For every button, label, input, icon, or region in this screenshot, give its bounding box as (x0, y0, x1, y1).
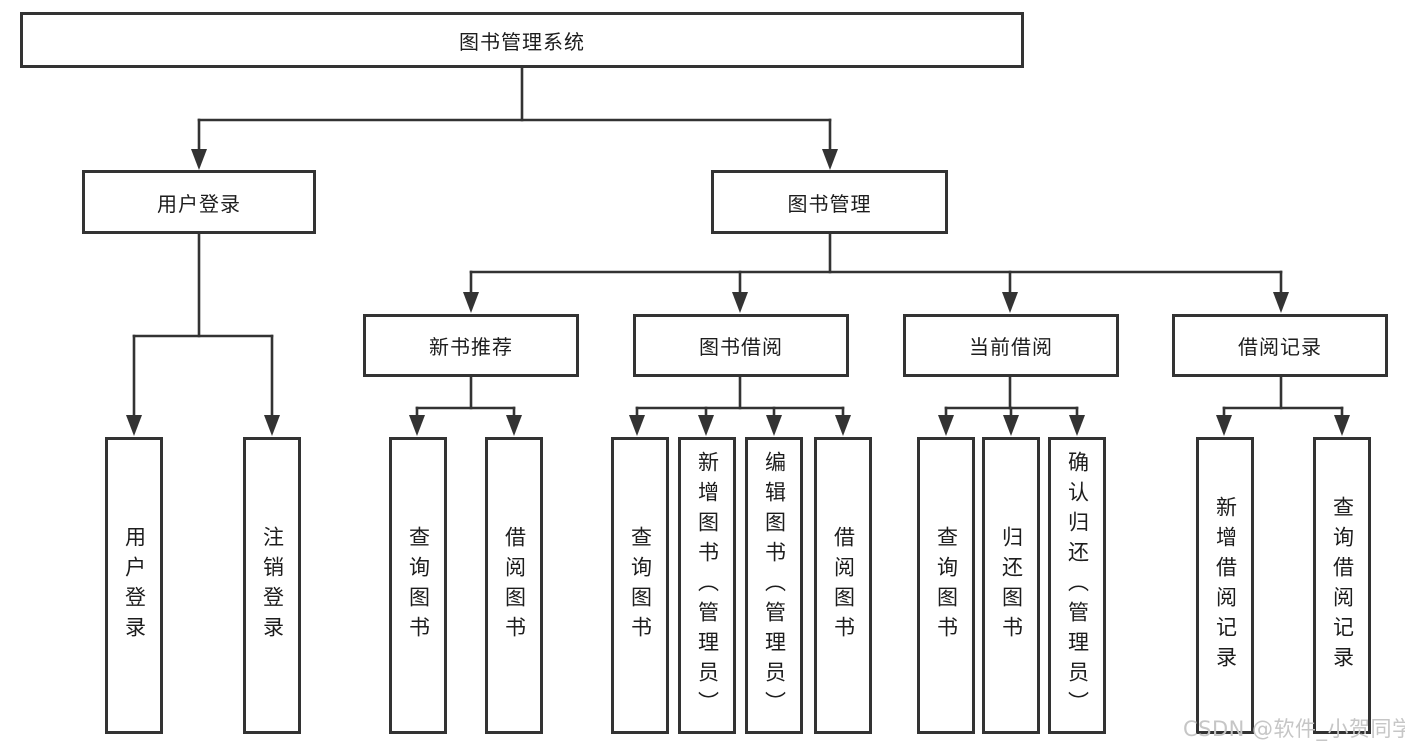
leaf-add-borrow-record: 新增借阅记录 (1196, 437, 1254, 734)
node-book-borrowing: 图书借阅 (633, 314, 849, 377)
node-borrow-records: 借阅记录 (1172, 314, 1388, 377)
arrowhead-icons (126, 149, 1350, 436)
leaf-query-books-borrowing: 查询图书 (611, 437, 669, 734)
leaf-confirm-return-admin: 确认归还（管理员） (1048, 437, 1106, 734)
leaf-logout: 注销登录 (243, 437, 301, 734)
leaf-user-login: 用户登录 (105, 437, 163, 734)
leaf-borrow-books-borrowing-label: 借阅图书 (831, 525, 856, 646)
leaf-return-book: 归还图书 (982, 437, 1040, 734)
node-borrow-records-label: 借阅记录 (1238, 335, 1322, 359)
node-user-login-label: 用户登录 (157, 191, 241, 216)
leaf-edit-book-admin: 编辑图书（管理员） (745, 437, 803, 734)
node-current-borrowing-label: 当前借阅 (969, 335, 1053, 359)
leaf-query-books-current: 查询图书 (917, 437, 975, 734)
leaf-query-books-recommend: 查询图书 (389, 437, 447, 734)
leaf-edit-book-admin-label: 编辑图书（管理员） (762, 450, 787, 721)
leaf-add-book-admin: 新增图书（管理员） (678, 437, 736, 734)
leaf-add-borrow-record-label: 新增借阅记录 (1213, 495, 1238, 676)
leaf-query-books-current-label: 查询图书 (934, 525, 959, 646)
leaf-user-login-label: 用户登录 (122, 525, 147, 646)
leaf-borrow-books-recommend: 借阅图书 (485, 437, 543, 734)
leaf-borrow-books-recommend-label: 借阅图书 (502, 525, 527, 646)
leaf-add-book-admin-label: 新增图书（管理员） (695, 450, 720, 721)
node-book-management: 图书管理 (711, 170, 948, 234)
csdn-watermark: CSDN @软件_小贺同学 (1183, 717, 1405, 741)
node-current-borrowing: 当前借阅 (903, 314, 1119, 377)
node-user-login: 用户登录 (82, 170, 316, 234)
leaf-return-book-label: 归还图书 (999, 525, 1024, 646)
leaf-logout-label: 注销登录 (260, 525, 285, 646)
leaf-query-books-recommend-label: 查询图书 (406, 525, 431, 646)
node-book-management-label: 图书管理 (787, 191, 872, 216)
node-new-book-recommend: 新书推荐 (363, 314, 579, 377)
leaf-borrow-books-borrowing: 借阅图书 (814, 437, 872, 734)
leaf-query-borrow-record-label: 查询借阅记录 (1330, 495, 1355, 676)
node-new-book-recommend-label: 新书推荐 (429, 335, 513, 359)
root-node-label: 图书管理系统 (459, 29, 585, 54)
leaf-query-books-borrowing-label: 查询图书 (628, 525, 653, 646)
leaf-confirm-return-admin-label: 确认归还（管理员） (1065, 450, 1090, 721)
node-book-borrowing-label: 图书借阅 (699, 335, 783, 359)
root-node-library-management-system: 图书管理系统 (20, 12, 1024, 68)
leaf-query-borrow-record: 查询借阅记录 (1313, 437, 1371, 734)
